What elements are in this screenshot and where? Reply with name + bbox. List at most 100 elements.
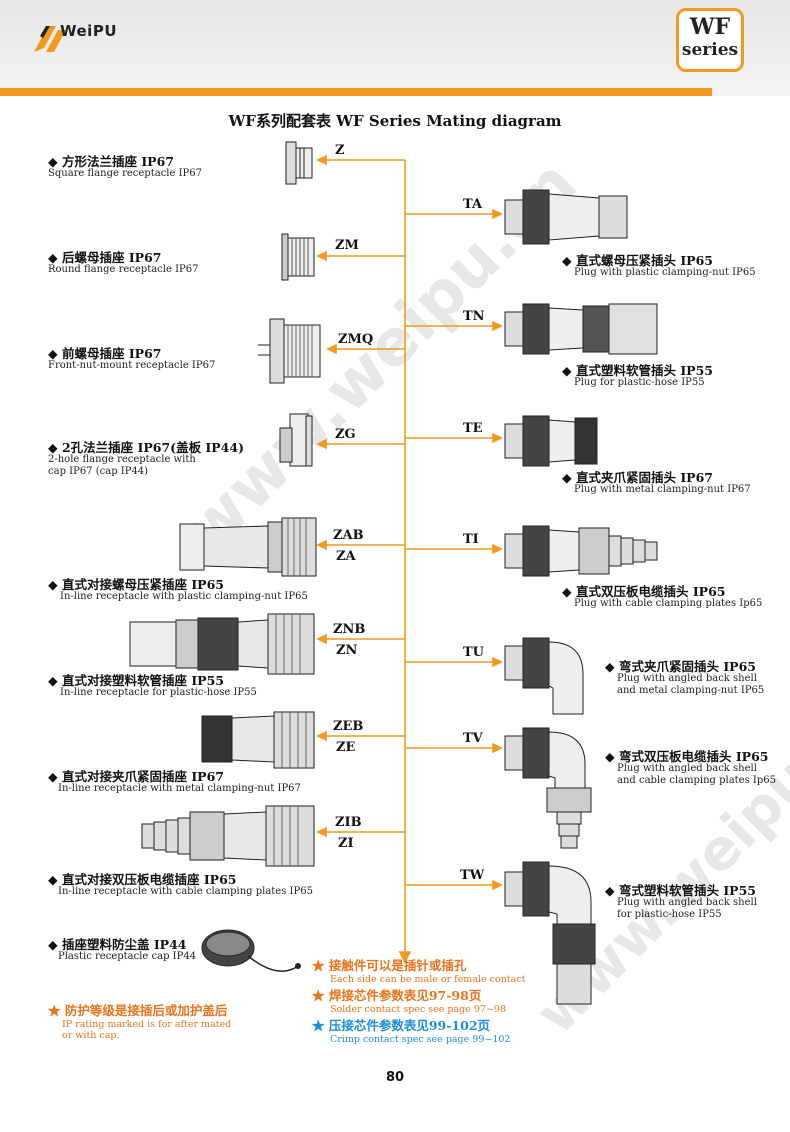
note-ip-en: IP rating marked is for after mated xyxy=(62,1019,232,1030)
plug-tu-image xyxy=(504,637,584,715)
item-zn: ◆ 直式对接塑料软管插座 IP55 In-line receptacle for… xyxy=(48,674,257,699)
series-badge: WF series xyxy=(676,8,744,72)
item-za: ◆ 直式对接螺母压紧插座 IP65 In-line receptacle wit… xyxy=(48,578,308,603)
code-zmq: ZMQ xyxy=(338,332,374,347)
code-zib: ZIB xyxy=(335,815,362,830)
item-z: ◆ 方形法兰插座 IP67 Square flange receptacle I… xyxy=(48,155,202,180)
item-tw-en: Plug with angled back shell xyxy=(617,897,757,908)
item-zmq-zh: ◆ 前螺母插座 IP67 xyxy=(48,346,162,361)
plug-te-image xyxy=(504,415,598,467)
item-cap-zh: ◆ 插座塑料防尘盖 IP44 xyxy=(48,937,187,952)
code-zg: ZG xyxy=(335,427,356,442)
logo-text: WeiPU xyxy=(60,22,117,40)
item-tw-en2: for plastic-hose IP55 xyxy=(617,909,722,920)
note-crimp-zh: ★ 压接芯件参数表见99-102页 xyxy=(312,1018,491,1033)
item-zg: ◆ 2孔法兰插座 IP67(盖板 IP44) 2-hole flange rec… xyxy=(48,441,244,478)
item-tn-zh: ◆ 直式塑料软管插头 IP55 xyxy=(562,363,713,378)
code-zeb: ZEB xyxy=(333,719,364,734)
item-te: ◆ 直式夹爪紧固插头 IP67 Plug with metal clamping… xyxy=(562,471,751,496)
item-zmq-en: Front-nut-mount receptacle IP67 xyxy=(48,360,216,371)
item-cap: ◆ 插座塑料防尘盖 IP44 Plastic receptacle cap IP… xyxy=(48,938,196,963)
note-contacts: ★ 接触件可以是插针或插孔 Each side can be male or f… xyxy=(312,955,525,985)
item-te-en: Plug with metal clamping-nut IP67 xyxy=(574,484,751,495)
code-zm: ZM xyxy=(335,238,359,253)
code-tw: TW xyxy=(460,868,485,883)
code-tn: TN xyxy=(463,309,485,324)
item-z-en: Square flange receptacle IP67 xyxy=(48,168,202,179)
item-ta-en: Plug with plastic clamping-nut IP65 xyxy=(574,267,756,278)
page-header xyxy=(0,0,790,96)
item-zm-zh: ◆ 后螺母插座 IP67 xyxy=(48,250,162,265)
inline-receptacle-plastic-nut-image xyxy=(179,517,317,577)
two-hole-flange-receptacle-image xyxy=(279,413,313,467)
code-zab: ZAB xyxy=(333,528,364,543)
item-zg-en2: cap IP67 (cap IP44) xyxy=(48,466,149,477)
item-zi-en: In-line receptacle with cable clamping p… xyxy=(58,886,313,897)
inline-receptacle-plastic-hose-image xyxy=(129,613,315,675)
item-z-zh: ◆ 方形法兰插座 IP67 xyxy=(48,154,174,169)
item-zmq: ◆ 前螺母插座 IP67 Front-nut-mount receptacle … xyxy=(48,347,215,372)
item-zm: ◆ 后螺母插座 IP67 Round flange receptacle IP6… xyxy=(48,251,198,276)
note-solder-en: Solder contact spec see page 97~98 xyxy=(330,1004,506,1015)
receptacle-cap-image xyxy=(201,929,301,972)
item-ti-en: Plug with cable clamping plates Ip65 xyxy=(574,598,763,609)
code-te: TE xyxy=(463,421,483,436)
note-crimp: ★ 压接芯件参数表见99-102页 Crimp contact spec see… xyxy=(312,1015,510,1045)
item-ti: ◆ 直式双压板电缆插头 IP65 Plug with cable clampin… xyxy=(562,585,762,610)
plug-tv-image xyxy=(504,727,592,849)
item-zn-en: In-line receptacle for plastic-hose IP55 xyxy=(60,687,257,698)
code-znb: ZNB xyxy=(333,622,366,637)
item-za-zh: ◆ 直式对接螺母压紧插座 IP65 xyxy=(48,577,224,592)
note-ip-zh: ★ 防护等级是接插后或加护盖后 xyxy=(48,1003,228,1018)
item-zg-en: 2-hole flange receptacle with xyxy=(48,454,196,465)
item-tu-en: Plug with angled back shell xyxy=(617,673,757,684)
inline-receptacle-metal-nut-image xyxy=(201,711,315,769)
note-ip-en2: or with cap. xyxy=(62,1030,120,1041)
plug-ti-image xyxy=(504,525,658,577)
code-tu: TU xyxy=(463,645,485,660)
plug-tn-image xyxy=(504,303,658,355)
page-number: 80 xyxy=(385,1070,405,1085)
code-za: ZA xyxy=(336,549,356,564)
item-zn-zh: ◆ 直式对接塑料软管插座 IP55 xyxy=(48,673,224,688)
item-tv: ◆ 弯式双压板电缆插头 IP65 Plug with angled back s… xyxy=(605,750,776,787)
item-zi-zh: ◆ 直式对接双压板电缆插座 IP65 xyxy=(48,872,237,887)
item-zi: ◆ 直式对接双压板电缆插座 IP65 In-line receptacle wi… xyxy=(48,873,313,898)
item-tv-en2: and cable clamping plates Ip65 xyxy=(617,775,776,786)
series-badge-series: series xyxy=(681,40,739,60)
code-zi: ZI xyxy=(338,836,354,851)
item-ze-en: In-line receptacle with metal clamping-n… xyxy=(58,783,301,794)
note-solder: ★ 焊接芯件参数表见97-98页 Solder contact spec see… xyxy=(312,985,506,1015)
note-crimp-en: Crimp contact spec see page 99~102 xyxy=(330,1034,511,1045)
inline-receptacle-cable-plates-image xyxy=(141,805,315,867)
code-ta: TA xyxy=(463,197,483,212)
item-ze-zh: ◆ 直式对接夹爪紧固插座 IP67 xyxy=(48,769,224,784)
note-solder-zh: ★ 焊接芯件参数表见97-98页 xyxy=(312,988,482,1003)
item-ti-zh: ◆ 直式双压板电缆插头 IP65 xyxy=(562,584,726,599)
item-ta-zh: ◆ 直式螺母压紧插头 IP65 xyxy=(562,253,713,268)
code-z: Z xyxy=(335,143,345,158)
note-contacts-en: Each side can be male or female contact xyxy=(330,974,526,985)
item-tw-zh: ◆ 弯式塑料软管插头 IP55 xyxy=(605,883,756,898)
round-flange-receptacle-image xyxy=(281,233,315,281)
item-tn: ◆ 直式塑料软管插头 IP55 Plug for plastic-hose IP… xyxy=(562,364,713,389)
square-flange-receptacle-image xyxy=(285,141,313,185)
header-accent-bar xyxy=(0,88,712,96)
code-ze: ZE xyxy=(336,740,356,755)
item-zm-en: Round flange receptacle IP67 xyxy=(48,264,199,275)
item-cap-en: Plastic receptacle cap IP44 xyxy=(58,951,197,962)
item-ta: ◆ 直式螺母压紧插头 IP65 Plug with plastic clampi… xyxy=(562,254,756,279)
note-ip-rating: ★ 防护等级是接插后或加护盖后 IP rating marked is for … xyxy=(48,1000,231,1041)
item-tu-en2: and metal clamping-nut IP65 xyxy=(617,685,765,696)
item-tv-zh: ◆ 弯式双压板电缆插头 IP65 xyxy=(605,749,769,764)
item-ze: ◆ 直式对接夹爪紧固插座 IP67 In-line receptacle wit… xyxy=(48,770,301,795)
series-badge-wf: WF xyxy=(689,14,731,40)
plug-ta-image xyxy=(504,189,628,245)
page-title: WF系列配套表 WF Series Mating diagram xyxy=(228,112,562,130)
code-zn: ZN xyxy=(336,643,358,658)
item-tu-zh: ◆ 弯式夹爪紧固插头 IP65 xyxy=(605,659,756,674)
code-tv: TV xyxy=(463,731,483,746)
item-tu: ◆ 弯式夹爪紧固插头 IP65 Plug with angled back sh… xyxy=(605,660,764,697)
item-tv-en: Plug with angled back shell xyxy=(617,763,757,774)
